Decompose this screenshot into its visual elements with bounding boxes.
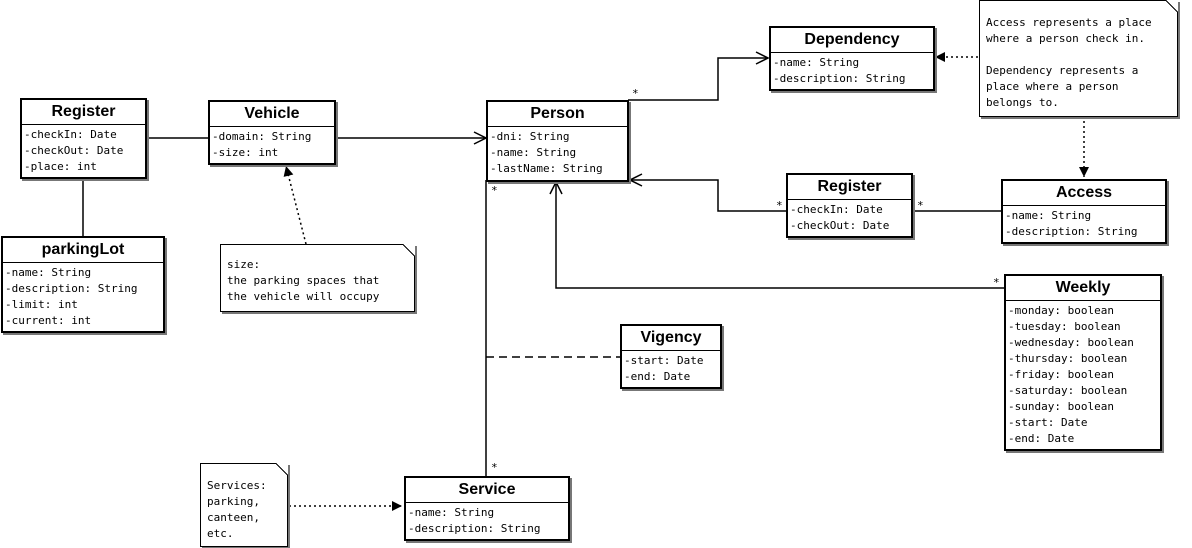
multiplicity-weekly-person: *	[993, 276, 1000, 289]
note-size[interactable]: size: the parking spaces that the vehicl…	[220, 244, 415, 312]
multiplicity-person-dependency: *	[632, 87, 639, 100]
register-person-association	[630, 180, 786, 212]
class-title: Access	[1003, 181, 1165, 206]
note-line: Dependency represents a	[986, 64, 1139, 77]
attribute: -wednesday: boolean	[1008, 336, 1134, 349]
attribute: -sunday: boolean	[1008, 400, 1114, 413]
attribute: -monday: boolean	[1008, 304, 1114, 317]
attribute: -lastName: String	[490, 162, 603, 175]
multiplicity-person-service: *	[491, 184, 498, 197]
class-title: Person	[488, 102, 627, 127]
attribute: -friday: boolean	[1008, 368, 1114, 381]
multiplicity-service-person: *	[491, 461, 498, 474]
note-fold-corner	[1166, 0, 1178, 12]
class-title: Register	[22, 100, 145, 125]
class-access[interactable]: Access -name: String -description: Strin…	[1001, 179, 1167, 244]
class-weekly[interactable]: Weekly -monday: boolean -tuesday: boolea…	[1004, 274, 1162, 451]
attribute: -place: int	[24, 160, 97, 173]
attribute: -limit: int	[5, 298, 78, 311]
attribute: -name: String	[773, 56, 860, 69]
note-line: the parking spaces that	[227, 274, 380, 287]
class-title: parkingLot	[3, 238, 163, 263]
attribute: -dni: String	[490, 130, 570, 143]
attribute: -end: Date	[624, 370, 691, 383]
note-services[interactable]: Services: parking, canteen, etc.	[200, 463, 288, 547]
class-title: Vehicle	[210, 102, 334, 127]
attribute: -description: String	[5, 282, 138, 295]
note-line: canteen,	[207, 511, 260, 524]
multiplicity-register-person: *	[776, 199, 783, 212]
weekly-person-association	[556, 182, 1004, 289]
attribute: -checkOut: Date	[790, 219, 890, 232]
class-service[interactable]: Service -name: String -description: Stri…	[404, 476, 570, 541]
note-line: belongs to.	[986, 96, 1059, 109]
note-line: where a person check in.	[986, 32, 1145, 45]
attribute: -end: Date	[1008, 432, 1075, 445]
attribute: -checkIn: Date	[24, 128, 117, 141]
class-vigency[interactable]: Vigency -start: Date -end: Date	[620, 324, 722, 389]
size-note-link	[283, 165, 307, 245]
attribute: -name: String	[490, 146, 577, 159]
person-dependency-association	[628, 58, 768, 101]
attribute: -current: int	[5, 314, 92, 327]
note-fold-corner	[403, 244, 415, 256]
attribute: -name: String	[1005, 209, 1092, 222]
note-line: Services:	[207, 479, 267, 492]
note-fold-corner	[276, 463, 288, 475]
attribute: -name: String	[5, 266, 92, 279]
attribute: -start: Date	[1008, 416, 1088, 429]
note-line: place where a person	[986, 80, 1119, 93]
attribute: -saturday: boolean	[1008, 384, 1128, 397]
class-vehicle[interactable]: Vehicle -domain: String -size: int	[208, 100, 336, 165]
multiplicity-register-access: *	[917, 199, 924, 212]
class-title: Register	[788, 175, 911, 200]
note-line: parking,	[207, 495, 260, 508]
attribute: -description: String	[408, 522, 541, 535]
attribute: -checkIn: Date	[790, 203, 883, 216]
class-parkinglot[interactable]: parkingLot -name: String -description: S…	[1, 236, 165, 333]
note-line: size:	[227, 258, 261, 271]
attribute: -name: String	[408, 506, 495, 519]
note-access-dependency[interactable]: Access represents a place where a person…	[979, 0, 1178, 117]
class-register-left[interactable]: Register -checkIn: Date -checkOut: Date …	[20, 98, 147, 179]
attribute: -description: String	[1005, 225, 1138, 238]
attribute: -size: int	[212, 146, 279, 159]
note-line	[986, 47, 1171, 63]
class-title: Vigency	[622, 326, 720, 351]
attribute: -checkOut: Date	[24, 144, 124, 157]
attribute: -start: Date	[624, 354, 704, 367]
note-line: Access represents a place	[986, 16, 1152, 29]
class-register-right[interactable]: Register -checkIn: Date -checkOut: Date	[786, 173, 913, 238]
attribute: -domain: String	[212, 130, 312, 143]
note-line: the vehicle will occupy	[227, 290, 380, 303]
attribute: -thursday: boolean	[1008, 352, 1128, 365]
class-title: Dependency	[771, 28, 933, 53]
attribute: -tuesday: boolean	[1008, 320, 1121, 333]
class-person[interactable]: Person -dni: String -name: String -lastN…	[486, 100, 629, 182]
class-title: Weekly	[1006, 276, 1160, 301]
note-line: etc.	[207, 527, 234, 540]
class-title: Service	[406, 478, 568, 503]
attribute: -description: String	[773, 72, 906, 85]
class-dependency[interactable]: Dependency -name: String -description: S…	[769, 26, 935, 91]
